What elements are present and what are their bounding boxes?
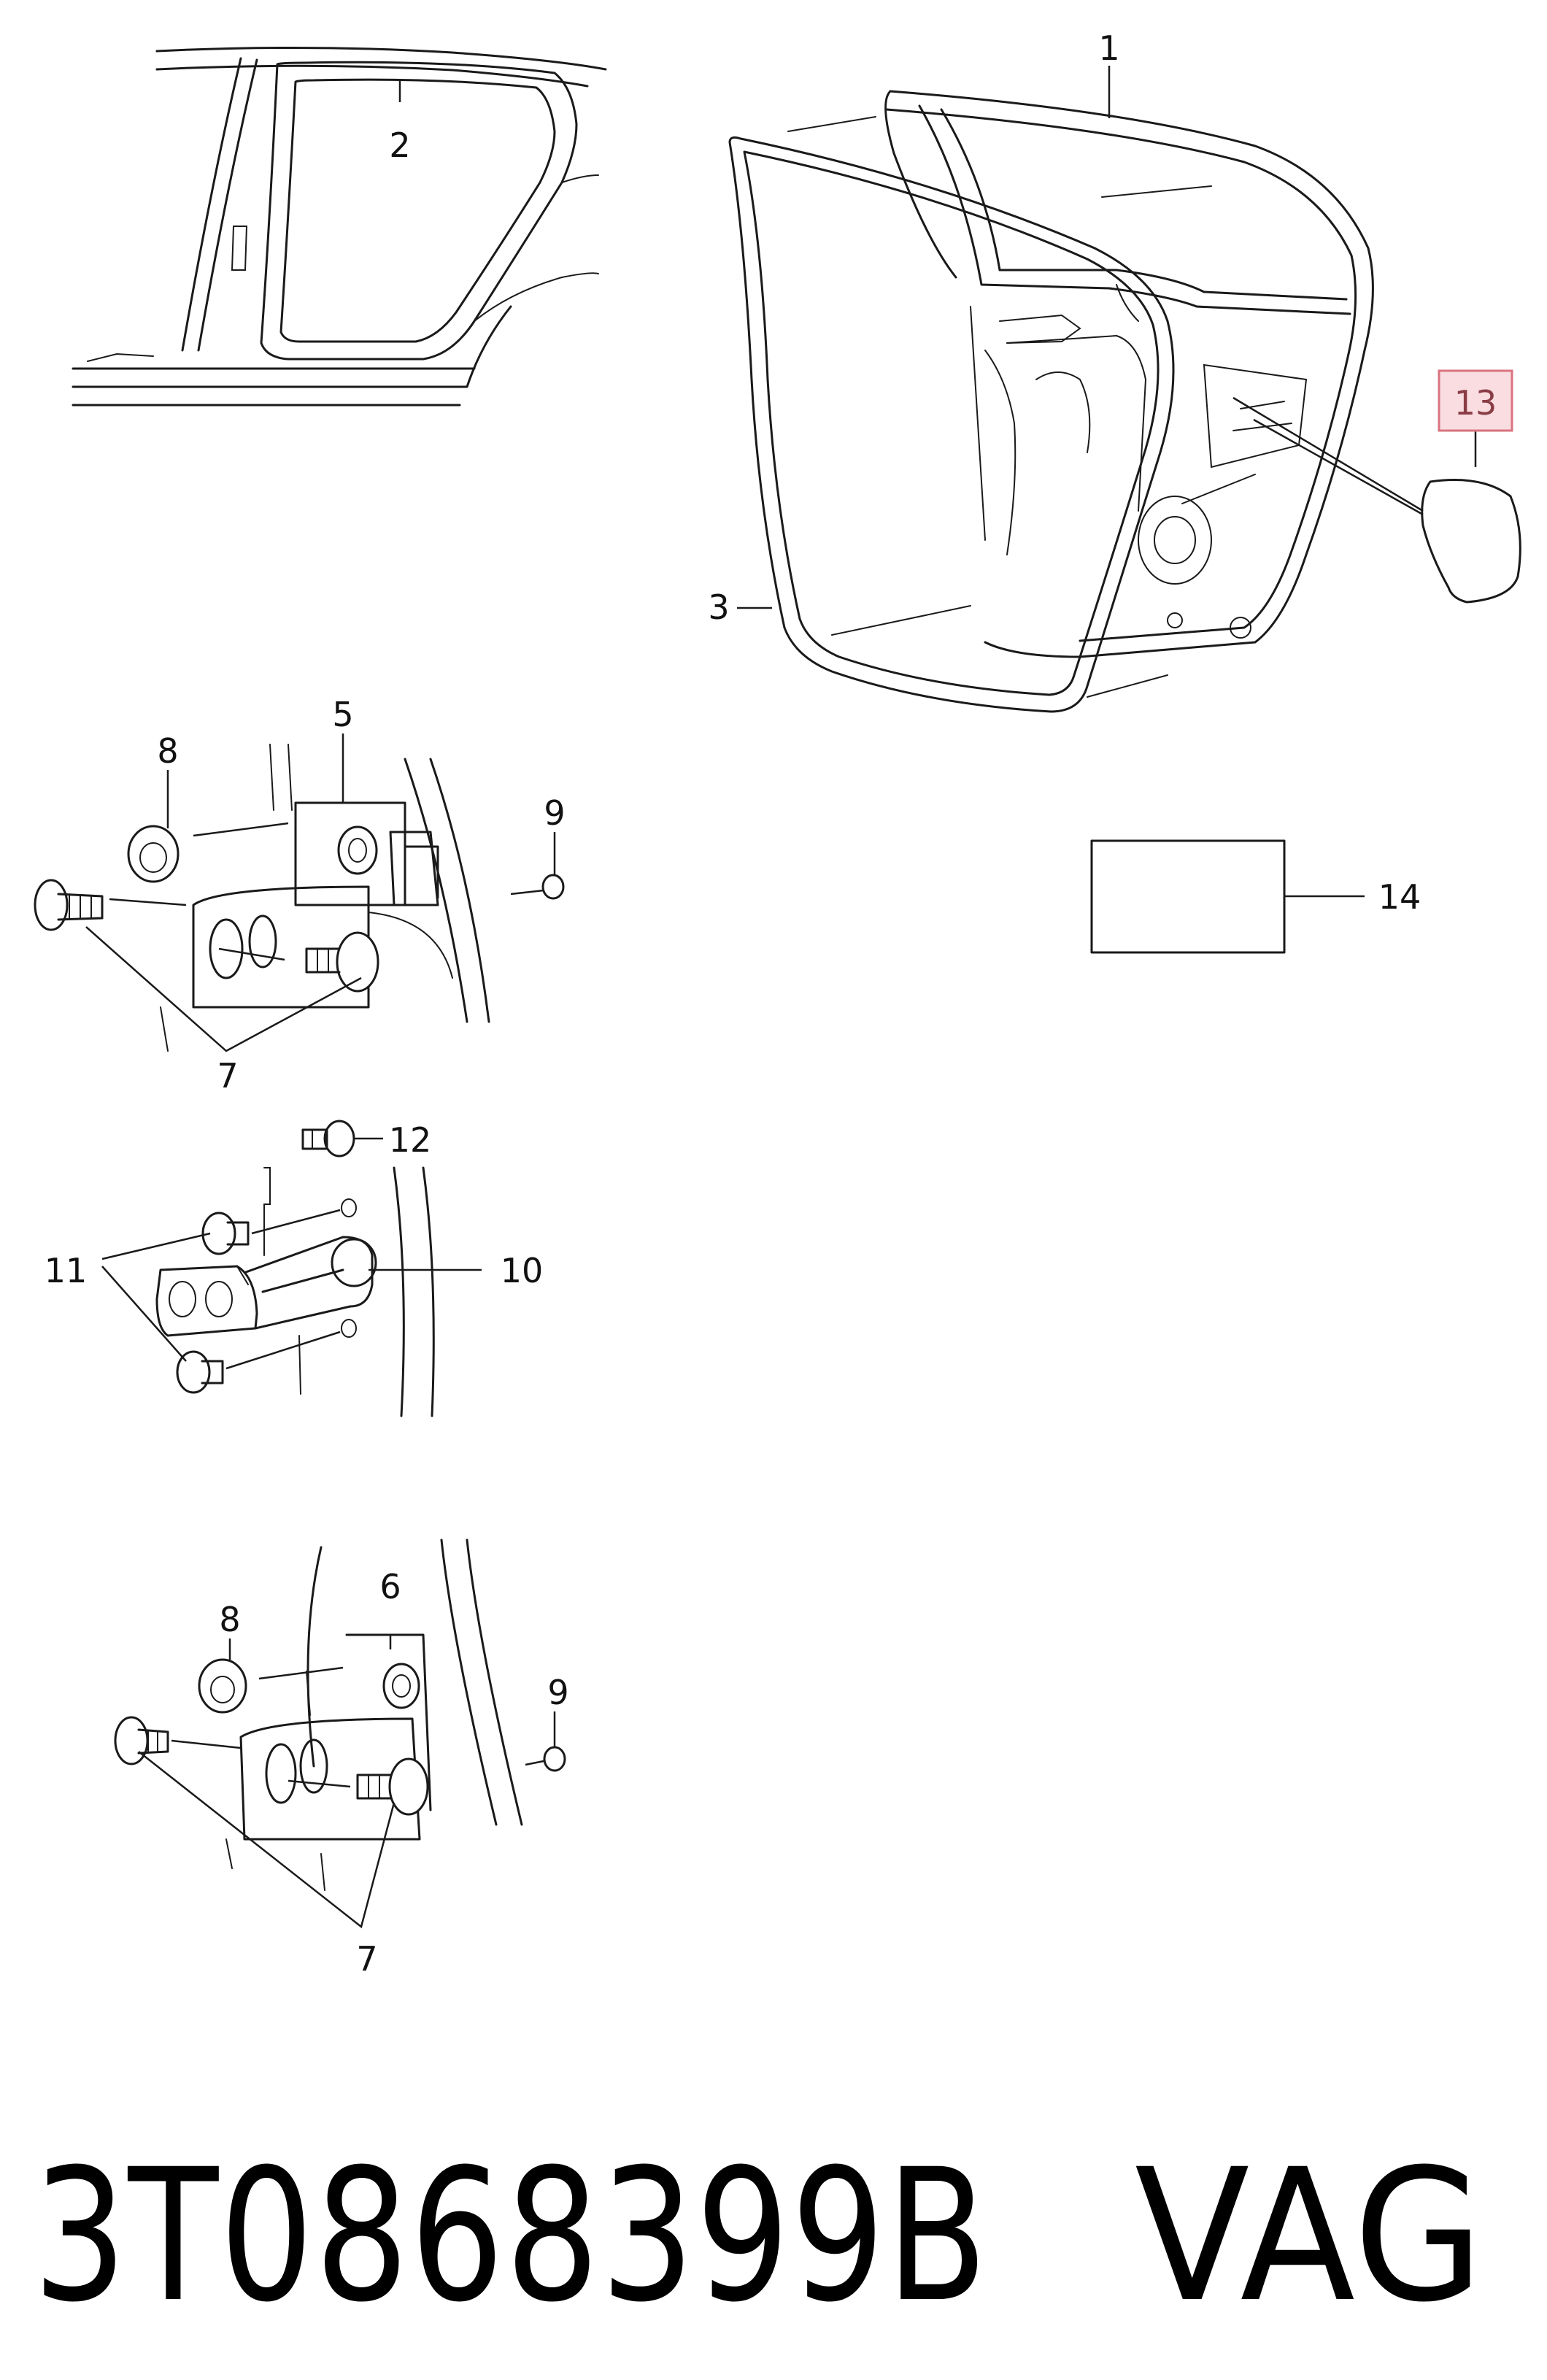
- part-13-pad: [1421, 479, 1521, 604]
- callout-14: 14: [1378, 877, 1421, 917]
- callout-13: 13: [1454, 383, 1497, 423]
- callout-12: 12: [389, 1120, 432, 1160]
- callout-8-upper: 8: [157, 731, 178, 771]
- callout-6: 6: [379, 1567, 401, 1606]
- callout-2: 2: [389, 126, 410, 165]
- brand-name: VAG: [1135, 2130, 1485, 2342]
- part-number: 3T0868399B: [33, 2130, 989, 2342]
- callout-7-upper: 7: [217, 1056, 238, 1095]
- callout-9-upper: 9: [544, 793, 565, 833]
- callout-8-lower: 8: [219, 1600, 240, 1639]
- callout-7-lower: 7: [356, 1939, 377, 1979]
- upper-hinge-group: [34, 744, 565, 1052]
- lower-hinge-group: [114, 1538, 566, 1891]
- callout-9-lower: 9: [547, 1673, 568, 1712]
- body-side-frame: [72, 46, 607, 407]
- part-14-label-box: [1090, 839, 1286, 954]
- callout-10: 10: [501, 1251, 544, 1290]
- door-seal: [728, 116, 1212, 713]
- callout-13-highlight: [1438, 369, 1513, 432]
- callout-11: 11: [45, 1251, 88, 1290]
- callout-5: 5: [332, 695, 353, 734]
- callout-leaders: [85, 66, 1477, 1929]
- callout-labels: 1 2 3 5 6 7 7 8 8 9 9 10 11 12 13 14: [45, 28, 1497, 1979]
- door-check-group: [155, 1120, 435, 1417]
- callout-1: 1: [1098, 28, 1119, 68]
- callout-3: 3: [708, 588, 729, 627]
- door-shell: [884, 90, 1374, 658]
